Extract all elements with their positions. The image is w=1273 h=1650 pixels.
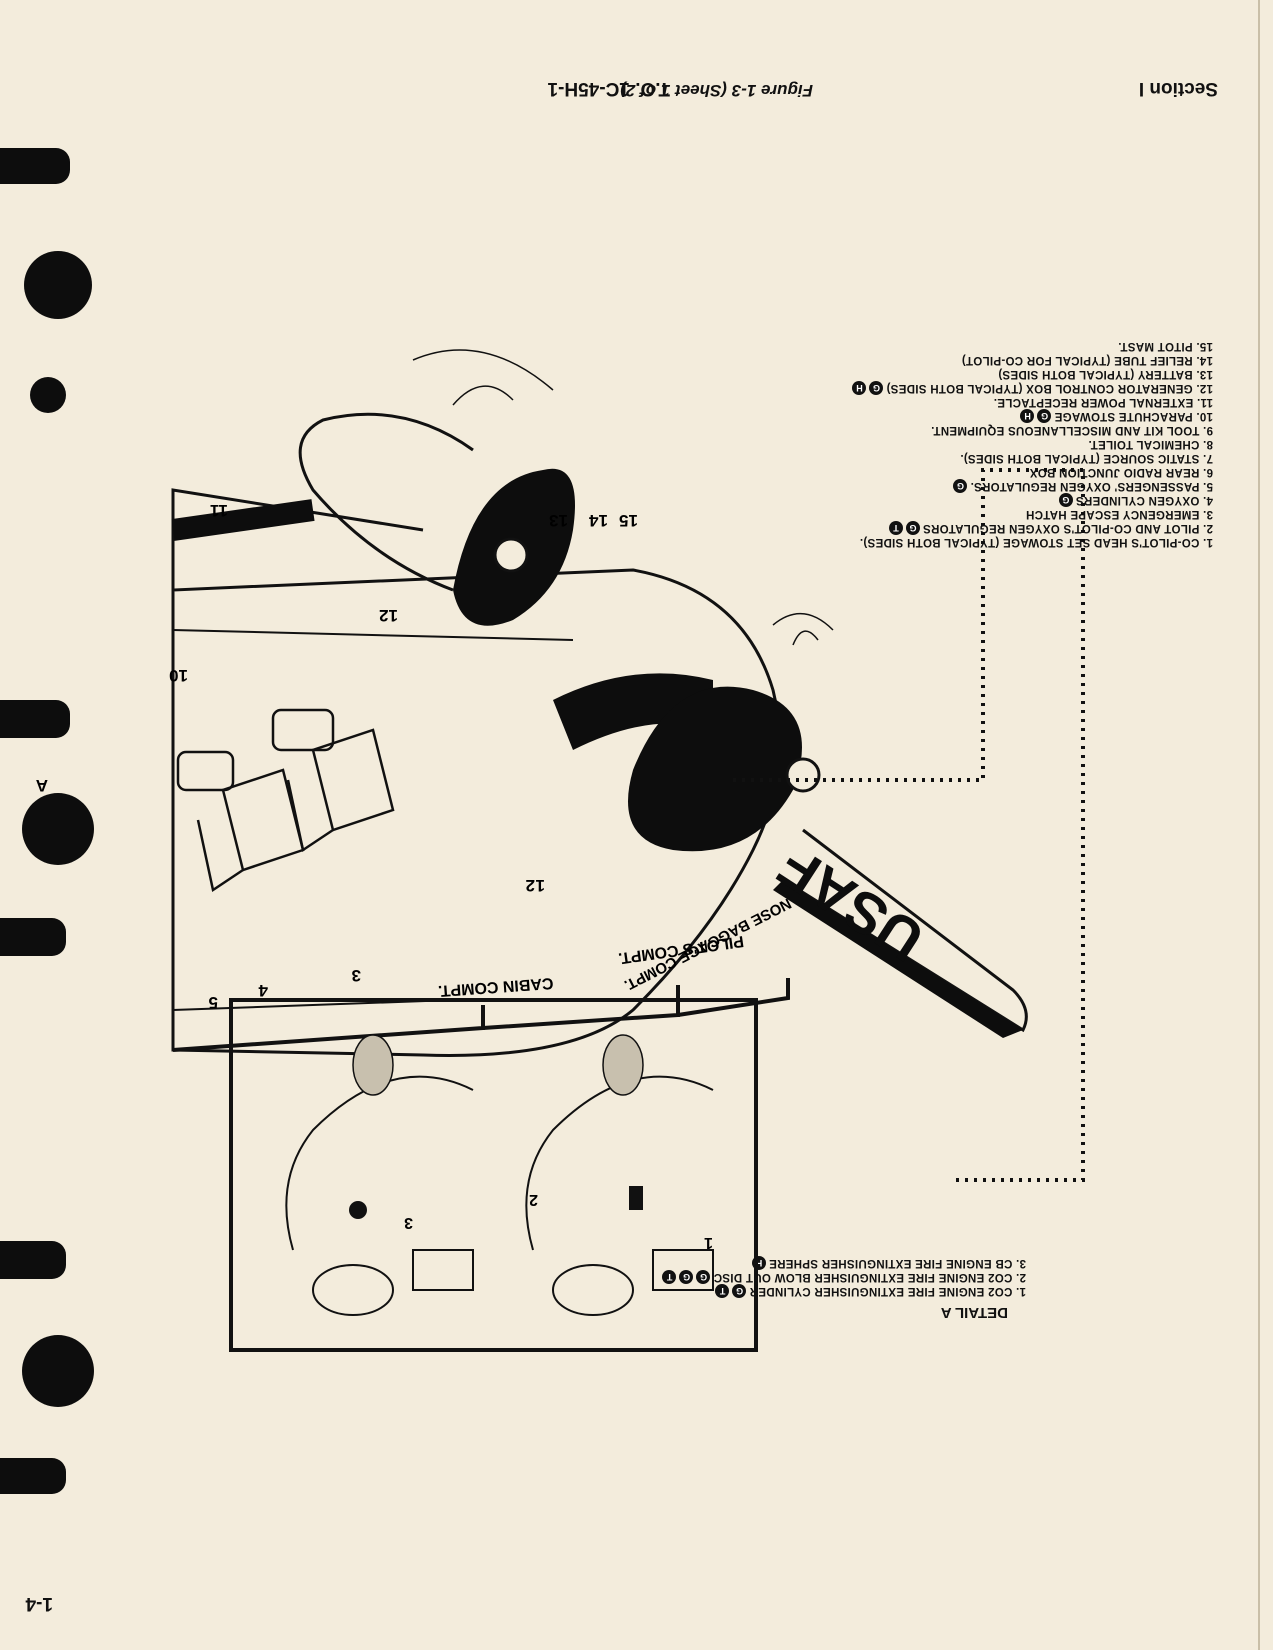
wing-right: USAF [767, 828, 1028, 1038]
binder-tab [0, 1241, 66, 1279]
propeller-sketch [412, 349, 834, 646]
detail-callout: 2 [529, 1191, 538, 1208]
binder-tab [0, 700, 70, 738]
callout-number: 13 [549, 511, 568, 530]
callout-number: 10 [169, 666, 188, 685]
wing-left-edge [171, 499, 315, 541]
callout-number: 1 [536, 876, 545, 895]
callout-number: 3 [352, 966, 361, 985]
detail-leader-dotted [733, 468, 1085, 1182]
wing-marking: USAF [767, 833, 935, 974]
callout-number: 14 [589, 511, 608, 530]
compartment-label-cabin: CABIN COMPT. [437, 974, 553, 999]
binder-hole [22, 793, 94, 865]
callout-number: 4 [258, 981, 268, 1000]
binder-tab [0, 1458, 66, 1494]
passenger-seats [176, 708, 395, 893]
compartment-label-nose: NOSE BAGGAGE COMPT. [621, 894, 794, 993]
callout-number: 12 [379, 606, 398, 625]
cockpit-canopy [553, 673, 713, 750]
callout-number: 5 [209, 993, 218, 1012]
page-edge-line [1258, 0, 1260, 1650]
binder-tab [0, 918, 66, 956]
detail-callout: 1 [704, 1234, 713, 1251]
engine-nacelle-right [628, 686, 821, 852]
binder-hole [22, 1335, 94, 1407]
binder-hole [24, 251, 92, 319]
callouts: 1 2 3 4 5 10 11 12 13 14 15 A [36, 501, 638, 1012]
compartment-frames [172, 978, 790, 1052]
callout-number: 15 [619, 511, 638, 530]
callout-number: 11 [210, 501, 228, 520]
detail-a-panel: 1 2 3 [229, 998, 758, 1352]
callout-number: 2 [526, 876, 535, 895]
callout-number: A [36, 776, 48, 795]
binder-tab [0, 148, 70, 184]
wing-left [171, 488, 424, 590]
engine-nacelle-left [298, 412, 575, 626]
binder-hole [30, 377, 66, 413]
detail-callout: 3 [404, 1214, 413, 1231]
